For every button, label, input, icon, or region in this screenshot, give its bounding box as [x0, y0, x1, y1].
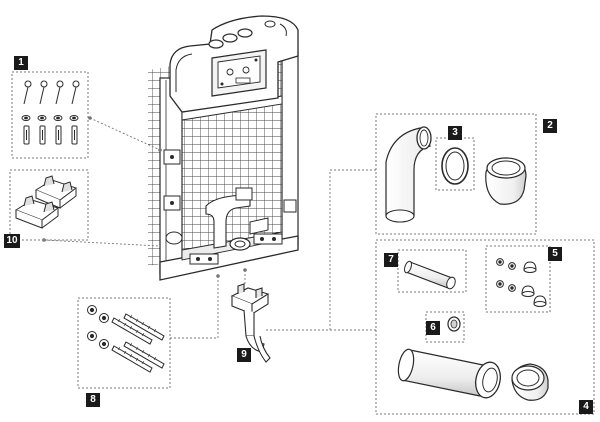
screw-row	[23, 80, 80, 105]
top-opening-2	[222, 33, 238, 43]
anchor-row	[23, 125, 78, 145]
callout-1: 1	[14, 56, 28, 70]
box-part-2	[375, 113, 537, 235]
internal-drain-pipe	[205, 193, 251, 249]
elbow-mouth	[416, 126, 432, 150]
box-part-1	[11, 71, 89, 159]
box-part-5	[485, 245, 551, 313]
part-wall-brackets	[9, 169, 89, 241]
bracket-bottom	[14, 195, 60, 229]
box-part-7	[397, 249, 467, 293]
callout-3: 3	[448, 126, 462, 140]
part-screws-and-anchors	[11, 71, 89, 159]
box-part-3	[435, 137, 475, 191]
callout-5: 5	[548, 247, 562, 261]
part-elbow-bend-kit	[375, 113, 537, 235]
box-part-8	[77, 297, 171, 389]
part-connection-pipe-kit	[375, 239, 595, 415]
mounting-frame	[148, 15, 299, 281]
callout-6: 6	[426, 321, 440, 335]
leader-dots	[42, 116, 247, 278]
washer-row	[21, 115, 79, 121]
part-threaded-rods	[77, 297, 171, 389]
leader-lines	[43, 117, 376, 339]
top-opening-3	[237, 28, 253, 38]
box-part-4	[375, 239, 595, 415]
part-straight-pipe	[397, 249, 467, 293]
part-support-bracket	[230, 283, 271, 363]
callout-2: 2	[543, 119, 557, 133]
callout-4: 4	[579, 400, 593, 414]
box-part-10	[9, 169, 89, 241]
connector-pipe	[401, 349, 489, 397]
part-cap-fittings	[485, 245, 551, 313]
bracket-top	[34, 175, 78, 209]
rod-set	[111, 313, 165, 373]
callout-10: 10	[4, 234, 20, 248]
callout-8: 8	[86, 393, 100, 407]
callout-7: 7	[384, 253, 398, 267]
top-opening-1	[208, 39, 224, 49]
callout-9: 9	[237, 348, 251, 362]
part-seal-ring	[435, 137, 475, 191]
frame-right-post	[281, 51, 299, 247]
